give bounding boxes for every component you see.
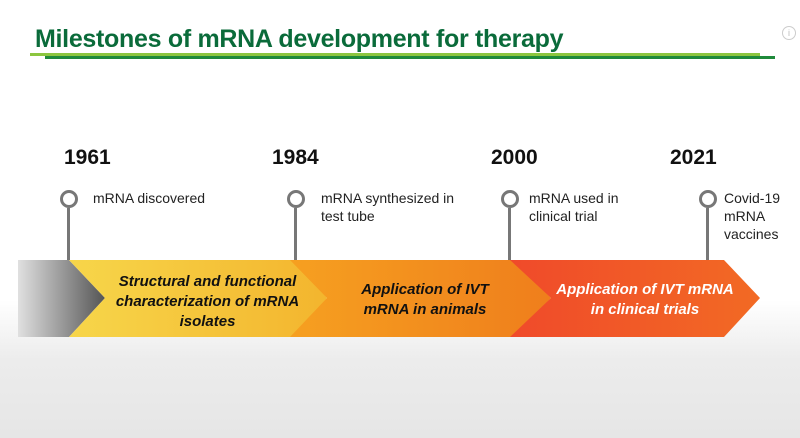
pin-icon — [699, 190, 717, 208]
milestone-label: mRNA synthesized in test tube — [321, 190, 455, 224]
pin-stem — [508, 208, 511, 260]
title-underline — [30, 53, 760, 56]
arrow-phase-2 — [290, 260, 551, 337]
phase-label-2: Application of IVT mRNA in animals — [361, 281, 489, 318]
slide-title: Milestones of mRNA development for thera… — [35, 25, 564, 53]
phase-label-1: Structural and functional characterizati… — [115, 273, 300, 330]
milestone-label: mRNA discovered — [93, 190, 206, 206]
year: 2000 — [491, 146, 538, 169]
year: 1984 — [272, 146, 319, 169]
info-icon[interactable]: i — [782, 26, 796, 40]
pin-stem — [294, 208, 297, 260]
milestone-label: mRNA used in clinical trial — [529, 190, 619, 224]
title-underline-dark — [45, 56, 775, 59]
pin-icon — [60, 190, 78, 208]
pin-stem — [67, 208, 70, 260]
arrow-phase-3 — [510, 260, 760, 337]
pin-icon — [501, 190, 519, 208]
arrow-start — [18, 260, 105, 337]
year: 1961 — [64, 146, 111, 169]
year: 2021 — [670, 146, 717, 169]
arrow-phase-1 — [69, 260, 327, 337]
pin-stem — [706, 208, 709, 260]
pin-icon — [287, 190, 305, 208]
phase-label-3: Application of IVT mRNA in clinical tria… — [556, 281, 734, 318]
milestone-label: Covid-19 mRNA vaccines — [724, 190, 781, 242]
